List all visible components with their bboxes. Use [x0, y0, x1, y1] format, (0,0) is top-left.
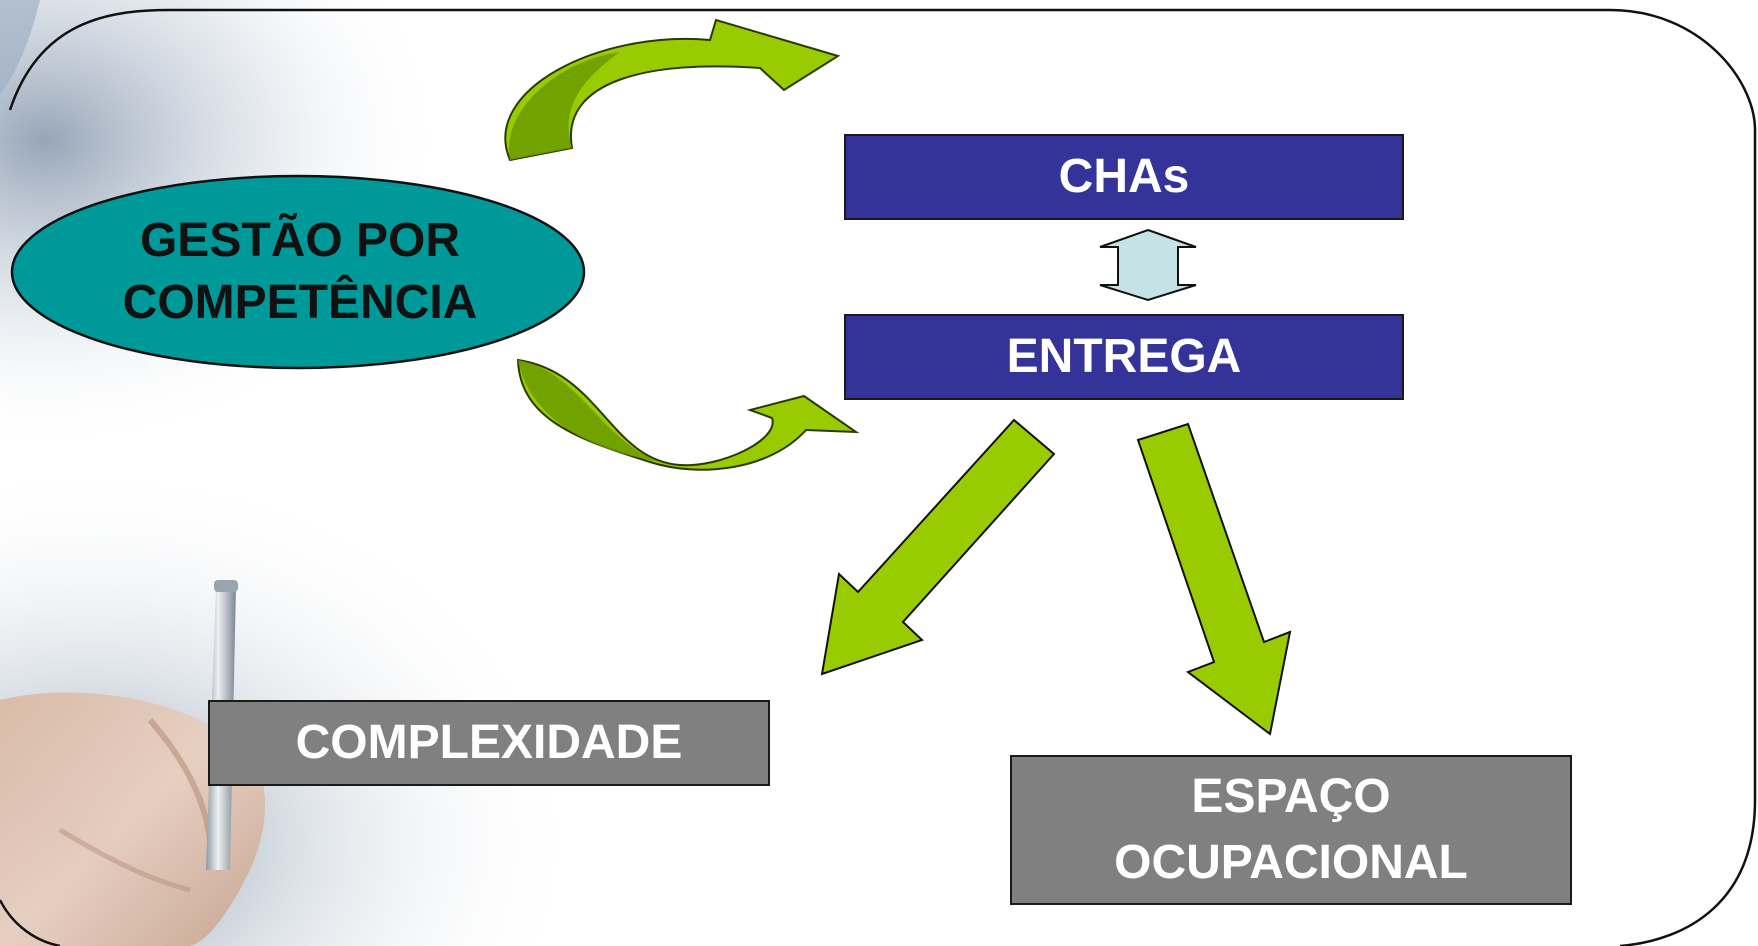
espaco-ocupacional-box: ESPAÇO OCUPACIONAL	[1010, 755, 1572, 905]
arrow-to-espaco-ocupacional	[1136, 422, 1292, 736]
double-arrow	[1099, 228, 1197, 302]
espaco-line-2: OCUPACIONAL	[1114, 836, 1468, 889]
main-concept-ellipse	[10, 174, 586, 370]
main-concept-label: GESTÃO POR COMPETÊNCIA	[60, 206, 540, 338]
chas-box: CHAs	[844, 134, 1404, 220]
chas-label: CHAs	[1058, 150, 1190, 204]
main-concept-line-2: COMPETÊNCIA	[122, 276, 478, 329]
main-concept-line-1: GESTÃO POR	[139, 214, 461, 267]
entrega-box: ENTREGA	[844, 314, 1404, 400]
espaco-line-1: ESPAÇO	[1191, 770, 1391, 823]
top-curved-arrow	[504, 18, 841, 162]
rounded-frame	[8, 8, 1757, 946]
rounded-frame-bottom	[0, 899, 61, 946]
entrega-label: ENTREGA	[1006, 330, 1242, 384]
arrow-to-complexidade	[820, 418, 1056, 676]
complexidade-box: COMPLEXIDADE	[208, 700, 770, 786]
complexidade-label: COMPLEXIDADE	[295, 716, 683, 770]
